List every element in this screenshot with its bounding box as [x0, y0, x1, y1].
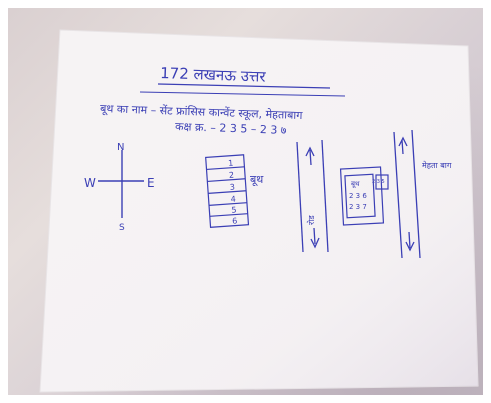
building-room-2: 2 3 7: [349, 203, 367, 211]
paper-shading: [40, 30, 478, 392]
room-number-line: कक्ष क्र. – 2 3 5 – 2 3 ७: [175, 120, 287, 137]
booth-room-3: 3: [230, 183, 236, 192]
compass-south: S: [119, 223, 125, 233]
building-small-room: 2 3 5: [372, 179, 385, 185]
compass-north: N: [117, 142, 124, 153]
left-road: [296, 139, 329, 253]
booth-room-5: 5: [231, 205, 237, 214]
compass-east: E: [147, 176, 155, 190]
booth-label: बूथ: [250, 173, 264, 187]
heading-underline-2: [139, 91, 346, 97]
booth-room-1: 1: [228, 159, 234, 168]
booth-room-2: 2: [229, 171, 235, 180]
heading-text: 172 लखनऊ उत्तर: [160, 64, 267, 86]
compass-drawing: [98, 150, 144, 218]
heading-underline: [157, 83, 331, 89]
left-road-label: रोड: [306, 215, 316, 225]
building-label: बूथ: [351, 180, 360, 188]
building-room-1: 2 3 6: [349, 192, 367, 200]
right-road-label: मेहता बाग: [422, 160, 452, 170]
booth-room-4: 4: [230, 194, 236, 203]
compass-west: W: [84, 176, 96, 190]
booth-grid: [205, 154, 250, 228]
right-road: [393, 129, 421, 259]
booth-room-6: 6: [232, 216, 238, 225]
building-sketch: [339, 166, 389, 226]
